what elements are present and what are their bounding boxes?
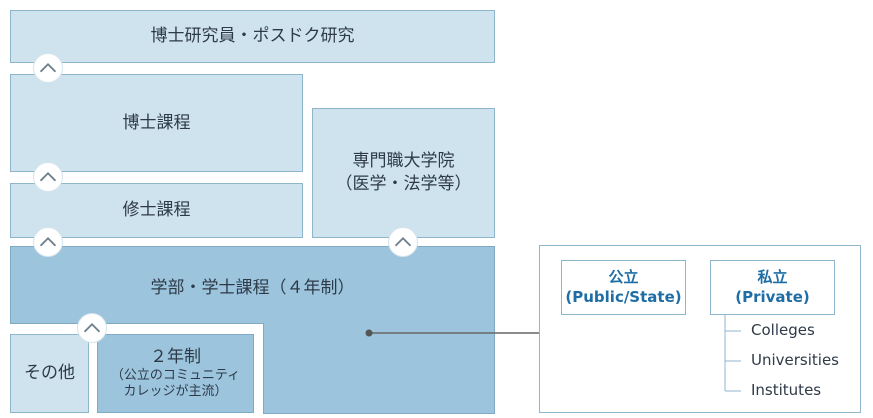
two-year-title: ２年制 — [150, 346, 201, 367]
public-label: 公立 — [608, 268, 639, 286]
other-box: その他 — [10, 334, 89, 413]
private-subtype-universities: Universities — [751, 351, 840, 369]
private-subtype-colleges: Colleges — [751, 321, 815, 339]
public-box: 公立 (Public/State) — [561, 260, 686, 315]
postdoc-box: 博士研究員・ポスドク研究 — [10, 10, 495, 63]
chevron-up-icon — [77, 313, 107, 343]
postdoc-label: 博士研究員・ポスドク研究 — [150, 26, 355, 47]
doctoral-label: 博士課程 — [122, 112, 191, 133]
chevron-up-icon — [33, 162, 63, 192]
private-sub-label: (Private) — [735, 287, 810, 306]
professional-school-label: 専門職大学院 — [352, 151, 455, 172]
chevron-up-icon — [388, 227, 418, 257]
doctoral-box: 博士課程 — [10, 74, 303, 172]
private-box: 私立 (Private) — [710, 260, 835, 315]
two-year-note-line1: （公立のコミュニティ — [110, 367, 241, 383]
chevron-up-icon — [33, 227, 63, 257]
private-label: 私立 — [757, 268, 788, 286]
undergraduate-label: 学部・学士課程（４年制） — [150, 277, 355, 298]
masters-label: 修士課程 — [122, 200, 191, 221]
professional-school-sub-label: （医学・法学等） — [335, 174, 472, 194]
two-year-box: ２年制 （公立のコミュニティ カレッジが主流） — [97, 334, 254, 413]
two-year-note-line2: カレッジが主流） — [123, 384, 228, 400]
public-sub-label: (Public/State) — [565, 287, 682, 306]
private-subtype-institutes: Institutes — [751, 381, 822, 399]
chevron-up-icon — [33, 53, 63, 83]
professional-school-box: 専門職大学院 （医学・法学等） — [312, 108, 495, 238]
masters-box: 修士課程 — [10, 183, 303, 238]
other-label: その他 — [24, 363, 75, 384]
